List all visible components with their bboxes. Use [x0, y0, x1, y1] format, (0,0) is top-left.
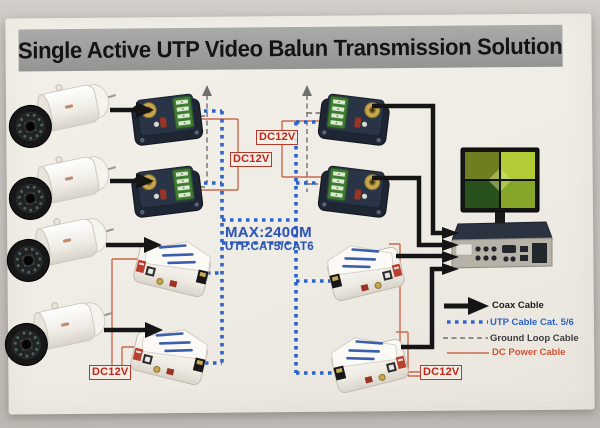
- page-title: Single Active UTP Video Balun Transmissi…: [18, 32, 563, 63]
- distance-cable-type: UTP.CAT5/CAT6: [225, 241, 314, 253]
- dc12v-label-bottom-right: DC12V: [420, 365, 463, 380]
- legend-label-coax: Coax Cable: [492, 300, 544, 311]
- legend-label-utp: UTP Cable Cat. 5/6: [490, 317, 574, 328]
- distance-label: MAX:2400M UTP.CAT5/CAT6: [225, 225, 314, 254]
- dc12v-label-bottom-left: DC12V: [89, 365, 132, 380]
- dc12v-label-top-left: DC12V: [230, 152, 273, 167]
- legend-label-ground: Ground Loop Cable: [490, 333, 579, 344]
- distance-max: MAX:2400M: [225, 224, 312, 241]
- title-bar: Single Active UTP Video Balun Transmissi…: [18, 24, 563, 72]
- dc12v-label-top-right: DC12V: [256, 130, 299, 145]
- legend-label-dc: DC Power Cable: [492, 347, 566, 358]
